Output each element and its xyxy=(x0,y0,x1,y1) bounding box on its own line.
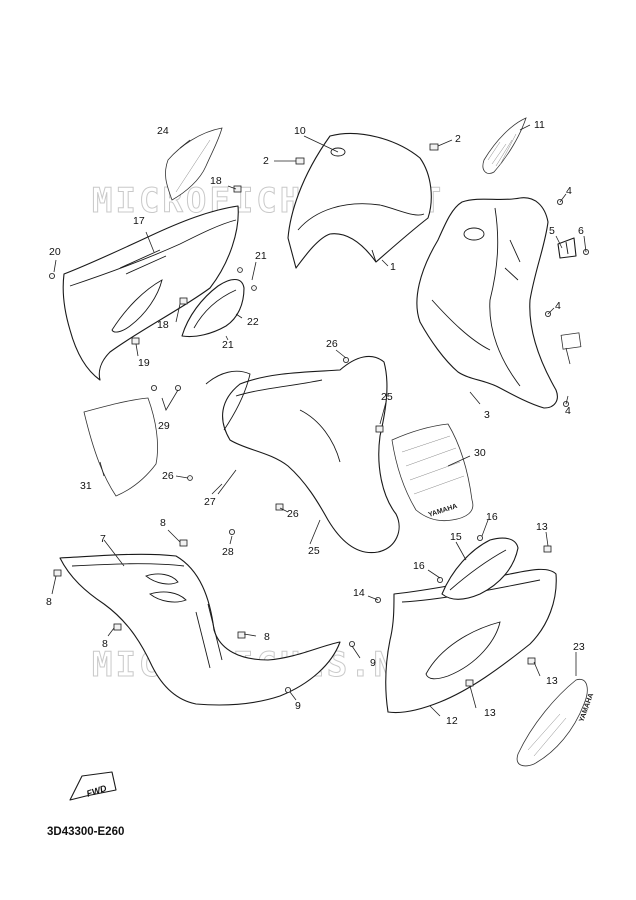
callout-13b: 13 xyxy=(484,707,496,719)
leader-lines xyxy=(51,124,587,717)
part-label-large xyxy=(83,397,158,497)
callout-13a: 13 xyxy=(536,521,548,533)
callout-12: 12 xyxy=(446,715,458,727)
callout-16a: 16 xyxy=(486,511,498,523)
part-side-cover-upper xyxy=(62,205,239,381)
callout-19: 20 xyxy=(49,246,61,258)
callout-23: 24 xyxy=(157,125,169,137)
callout-4b: 4 xyxy=(555,300,561,312)
callout-25a: 25 xyxy=(381,391,393,403)
callout-29: 30 xyxy=(474,447,486,459)
part-small-cover xyxy=(181,278,245,338)
callout-8a: 8 xyxy=(160,517,166,529)
callout-22: 23 xyxy=(573,641,585,653)
callout-15: 15 xyxy=(450,531,462,543)
callout-1: 1 xyxy=(390,261,396,273)
callout-30: 31 xyxy=(80,480,92,492)
callout-8b: 8 xyxy=(46,596,52,608)
callout-9a: 9 xyxy=(370,657,376,669)
callout-6: 6 xyxy=(578,225,584,237)
callout-27: 28 xyxy=(222,546,234,558)
callout-5: 5 xyxy=(549,225,555,237)
callouts: 1 2 2 3 4 4 4 5 6 7 8 8 8 8 9 9 10 11 12… xyxy=(46,119,585,727)
part-side-cover-lower xyxy=(59,553,341,706)
callout-26c: 27 xyxy=(204,496,216,508)
callout-4c: 4 xyxy=(565,405,571,417)
callout-14: 14 xyxy=(353,587,365,599)
callout-26a: 26 xyxy=(326,338,338,350)
callout-9b: 9 xyxy=(295,700,301,712)
callout-10: 10 xyxy=(294,125,306,137)
callout-18b: 18 xyxy=(157,319,169,331)
callout-8c: 8 xyxy=(102,638,108,650)
callout-21a: 21 xyxy=(255,250,267,262)
callout-25b: 26 xyxy=(287,508,299,520)
callout-17: 17 xyxy=(133,215,145,227)
callout-16b: 16 xyxy=(413,560,425,572)
diagram-code: 3D43300-E260 xyxy=(47,826,125,838)
part-decal-panel: YAMAHA xyxy=(391,423,474,522)
fwd-arrow: FWD xyxy=(69,771,117,801)
part-front-shield xyxy=(205,355,400,554)
part-decal-side xyxy=(165,127,223,201)
part-front-cover xyxy=(287,132,432,269)
callout-21b: 22 xyxy=(247,316,259,328)
part-decal-bottom: YAMAHA xyxy=(516,678,595,767)
callout-4a: 4 xyxy=(566,185,572,197)
callout-26b: 26 xyxy=(162,470,174,482)
callout-13c: 13 xyxy=(546,675,558,687)
callout-24: 25 xyxy=(308,545,320,557)
part-bracket xyxy=(557,237,577,259)
callout-18a: 18 xyxy=(210,175,222,187)
callout-18c: 19 xyxy=(138,357,150,369)
part-label-small xyxy=(560,332,582,350)
callout-8d: 8 xyxy=(264,631,270,643)
callout-28: 29 xyxy=(158,420,170,432)
callout-3: 3 xyxy=(484,409,490,421)
part-inner-panel xyxy=(416,197,558,409)
callout-7: 7 xyxy=(100,533,106,545)
callout-2a: 2 xyxy=(263,155,269,167)
callout-11: 11 xyxy=(534,119,545,131)
callout-2b: 2 xyxy=(455,133,461,145)
part-decal-small xyxy=(482,117,527,174)
callout-20: 21 xyxy=(222,339,234,351)
part-inner-lens xyxy=(441,537,519,600)
